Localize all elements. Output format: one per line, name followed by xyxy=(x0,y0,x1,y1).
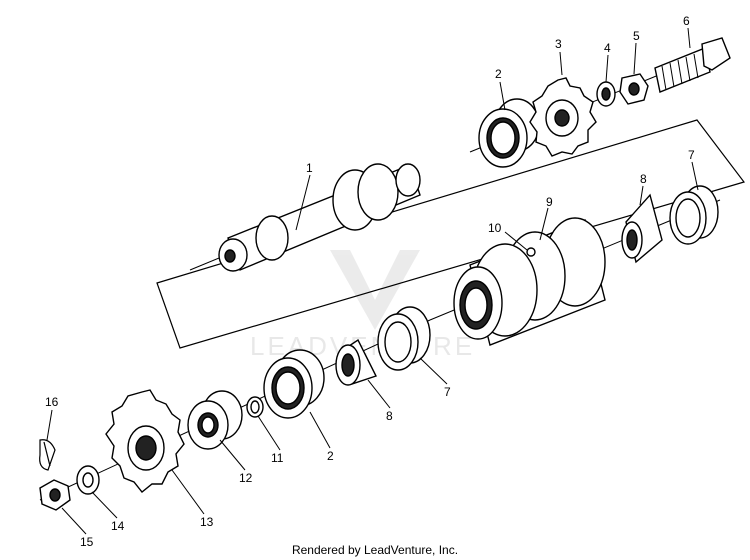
label-part-8-bottom: 8 xyxy=(386,409,393,423)
bearing-race-left xyxy=(377,306,431,371)
washer-small xyxy=(76,465,100,495)
watermark: LEADVENTURE xyxy=(250,250,472,361)
cotter-pin xyxy=(39,439,56,471)
spacer xyxy=(187,390,243,450)
bearing-top xyxy=(478,98,540,168)
bearing-lower xyxy=(263,349,325,419)
label-part-7-bottom: 7 xyxy=(444,385,451,399)
drive-sprocket-small xyxy=(529,77,597,157)
main-shaft xyxy=(218,163,421,272)
castle-nut xyxy=(39,479,71,511)
label-part-11: 11 xyxy=(271,451,284,465)
label-part-14: 14 xyxy=(111,519,125,533)
lock-washer-top xyxy=(619,73,649,105)
label-part-13: 13 xyxy=(200,515,214,529)
label-part-16: 16 xyxy=(45,395,59,409)
label-part-12: 12 xyxy=(239,471,253,485)
washer-lower xyxy=(246,396,264,418)
drive-sprocket-large xyxy=(105,389,185,493)
assembly-panel xyxy=(156,119,746,349)
label-part-2-top: 2 xyxy=(495,67,502,81)
leader-lines xyxy=(46,27,699,535)
hub-assembly xyxy=(453,217,606,346)
label-part-4: 4 xyxy=(604,41,611,55)
bearing-cone-right xyxy=(621,193,663,264)
label-part-10: 10 xyxy=(488,221,502,235)
bearing-race-right xyxy=(669,185,719,245)
label-part-6: 6 xyxy=(683,14,690,28)
label-part-9: 9 xyxy=(546,195,553,209)
label-part-15: 15 xyxy=(80,535,94,549)
washer-top xyxy=(596,81,616,107)
label-part-1: 1 xyxy=(306,161,313,175)
bolt-top xyxy=(654,37,731,93)
bearing-cone-left xyxy=(335,338,377,386)
watermark-logo-icon xyxy=(330,250,420,330)
label-part-5: 5 xyxy=(633,29,640,43)
label-part-2-bottom: 2 xyxy=(327,449,334,463)
label-part-8-top: 8 xyxy=(640,172,647,186)
render-credit: Rendered by LeadVenture, Inc. xyxy=(292,543,458,557)
label-part-7-top: 7 xyxy=(688,148,695,162)
label-part-3: 3 xyxy=(555,37,562,51)
